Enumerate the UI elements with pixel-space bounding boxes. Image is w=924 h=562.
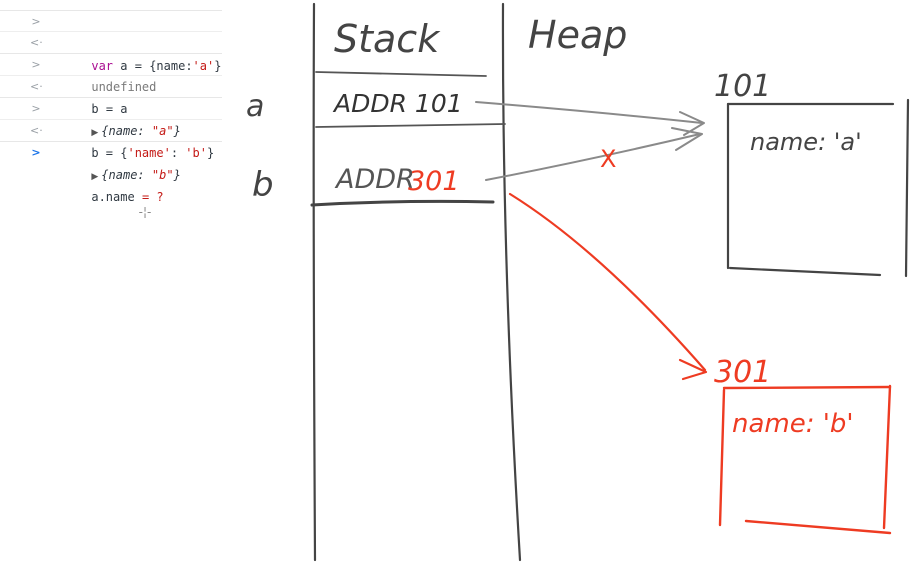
expand-triangle-icon[interactable]: ▶ — [91, 128, 99, 138]
pointer-b-new-arrow — [508, 192, 707, 372]
result-prompt-icon: <· — [30, 36, 43, 49]
code-token: var — [91, 59, 114, 73]
code-token: 'name' — [127, 146, 171, 160]
heap-address-1: 101 — [714, 69, 771, 104]
code-token: b = { — [91, 146, 128, 160]
stack-right-border — [501, 2, 522, 562]
stack-header-divider — [315, 71, 487, 77]
expand-triangle-icon[interactable]: ▶ — [91, 172, 99, 182]
active-prompt-icon: > — [31, 146, 41, 159]
code-token: 'a' — [192, 59, 215, 73]
result-prompt-icon: <· — [30, 80, 43, 93]
code-token: 'b' — [185, 146, 207, 160]
variable-b-label: b — [252, 165, 274, 205]
console-result-line: <· undefined — [0, 32, 222, 94]
object-key: name — [108, 168, 138, 182]
heap-object-2-bottom — [744, 519, 892, 535]
cross-mark: X — [600, 145, 616, 173]
object-key: name — [108, 124, 138, 138]
input-prompt-icon: > — [31, 15, 41, 28]
heap-object-1-bottom — [728, 266, 882, 277]
code-token: } — [206, 146, 215, 160]
devtools-console: > var a = {name:'a'} <· undefined > b = … — [0, 0, 222, 204]
heap-object-1-right — [904, 98, 910, 278]
pointer-b-old-arrow — [485, 133, 701, 181]
stack-left-border — [312, 2, 317, 562]
code-token: a — [113, 102, 128, 116]
console-result-line[interactable]: <· ▶{name: "b"} — [0, 120, 222, 182]
stack-address-b-prefix: ADDR — [334, 164, 415, 195]
variable-a-label: a — [246, 89, 264, 124]
code-token: = ? — [141, 190, 164, 204]
stack-address-a: ADDR 101 — [332, 89, 463, 118]
crosshair-cursor-icon: -¦- — [138, 205, 152, 219]
object-value: "b" — [151, 168, 174, 182]
heap-object-2-content: name: 'b' — [732, 409, 854, 439]
pointer-b-old-arrowhead — [671, 127, 703, 151]
console-result-line[interactable]: <· ▶{name: "a"} — [0, 76, 222, 138]
console-input-line[interactable]: > b = {'name': 'b'} — [0, 98, 222, 160]
result-prompt-icon: <· — [30, 124, 43, 137]
console-prompt-line[interactable]: > a.name = ? — [0, 142, 222, 204]
code-token: b — [91, 102, 106, 116]
stack-bottom-divider — [310, 199, 495, 207]
code-token: } — [214, 59, 222, 73]
code-token: = — [105, 102, 114, 116]
console-input-line[interactable]: > b = a — [0, 54, 222, 116]
input-prompt-icon: > — [31, 102, 41, 115]
heap-object-2-top — [722, 385, 892, 390]
heap-address-2: 301 — [714, 355, 771, 390]
code-token: a — [113, 59, 135, 73]
object-value: "a" — [151, 124, 174, 138]
heap-object-2-left — [718, 388, 726, 527]
heap-object-2-right — [882, 384, 892, 530]
heap-object-1-content: name: 'a' — [750, 128, 862, 156]
stack-cell-divider — [315, 123, 506, 128]
stack-address-b-value: 301 — [408, 166, 460, 197]
result-text: undefined — [91, 80, 157, 94]
code-token: a.name — [91, 190, 142, 204]
code-token: = — [134, 59, 142, 73]
stack-title: Stack — [334, 17, 441, 61]
pointer-a-arrow — [475, 101, 703, 124]
code-token: {name: — [141, 59, 193, 73]
console-input-line[interactable]: > var a = {name:'a'} — [0, 10, 222, 73]
input-prompt-icon: > — [31, 58, 41, 71]
pointer-b-new-arrowhead — [678, 358, 708, 381]
code-token: : — [170, 146, 186, 160]
heap-title: Heap — [528, 13, 627, 57]
